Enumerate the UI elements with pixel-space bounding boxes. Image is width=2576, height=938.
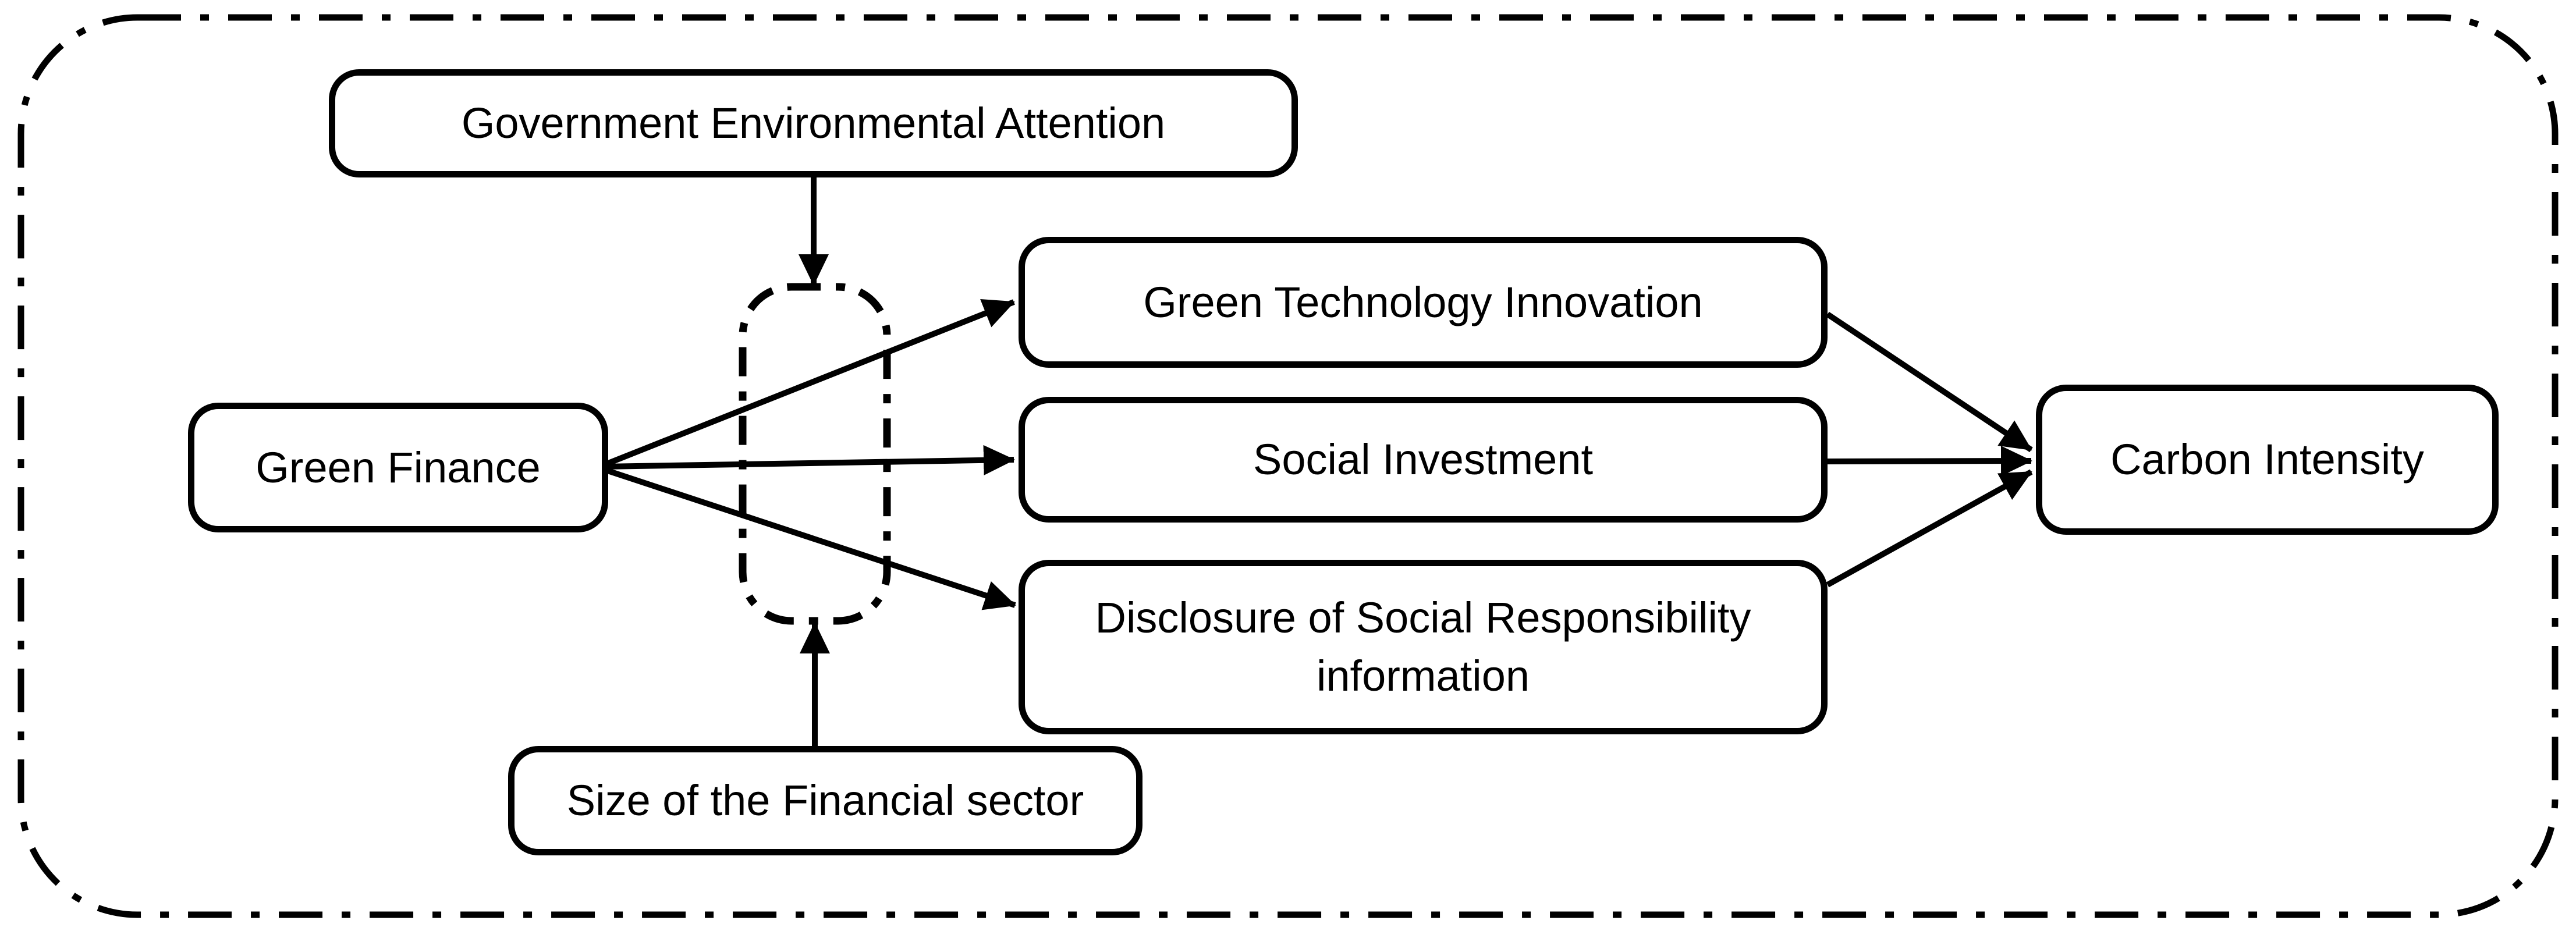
node-disclosure-of-social-responsibility: Disclosure of Social Responsibility info… (1019, 560, 1828, 734)
arrow-green-finance-to-social-investment (602, 445, 1015, 475)
node-green-finance-label: Green Finance (256, 443, 541, 492)
node-size-of-financial-sector: Size of the Financial sector (508, 746, 1142, 855)
moderation-region-dashed-box (739, 283, 891, 625)
node-government-environmental-attention-label: Government Environmental Attention (461, 99, 1166, 148)
node-social-investment: Social Investment (1019, 397, 1828, 523)
node-size-of-financial-sector-label: Size of the Financial sector (566, 776, 1084, 825)
node-carbon-intensity: Carbon Intensity (2036, 385, 2499, 535)
arrow-disclosure-to-carbon-intensity (1826, 469, 2033, 588)
node-social-investment-label: Social Investment (1252, 435, 1594, 484)
node-green-technology-innovation: Green Technology Innovation (1019, 237, 1828, 368)
arrow-green-finance-to-green-technology-innovation (601, 299, 1015, 468)
node-disclosure-of-social-responsibility-label: Disclosure of Social Responsibility info… (1095, 594, 1751, 700)
node-green-finance: Green Finance (188, 403, 608, 532)
node-carbon-intensity-label: Carbon Intensity (2110, 435, 2424, 484)
node-green-technology-innovation-label: Green Technology Innovation (1143, 278, 1703, 326)
arrow-green-finance-to-disclosure (601, 466, 1016, 610)
arrow-green-technology-innovation-to-carbon-intensity (1826, 311, 2033, 453)
outer-dashdot-border (17, 14, 2559, 918)
node-government-environmental-attention: Government Environmental Attention (329, 69, 1298, 177)
